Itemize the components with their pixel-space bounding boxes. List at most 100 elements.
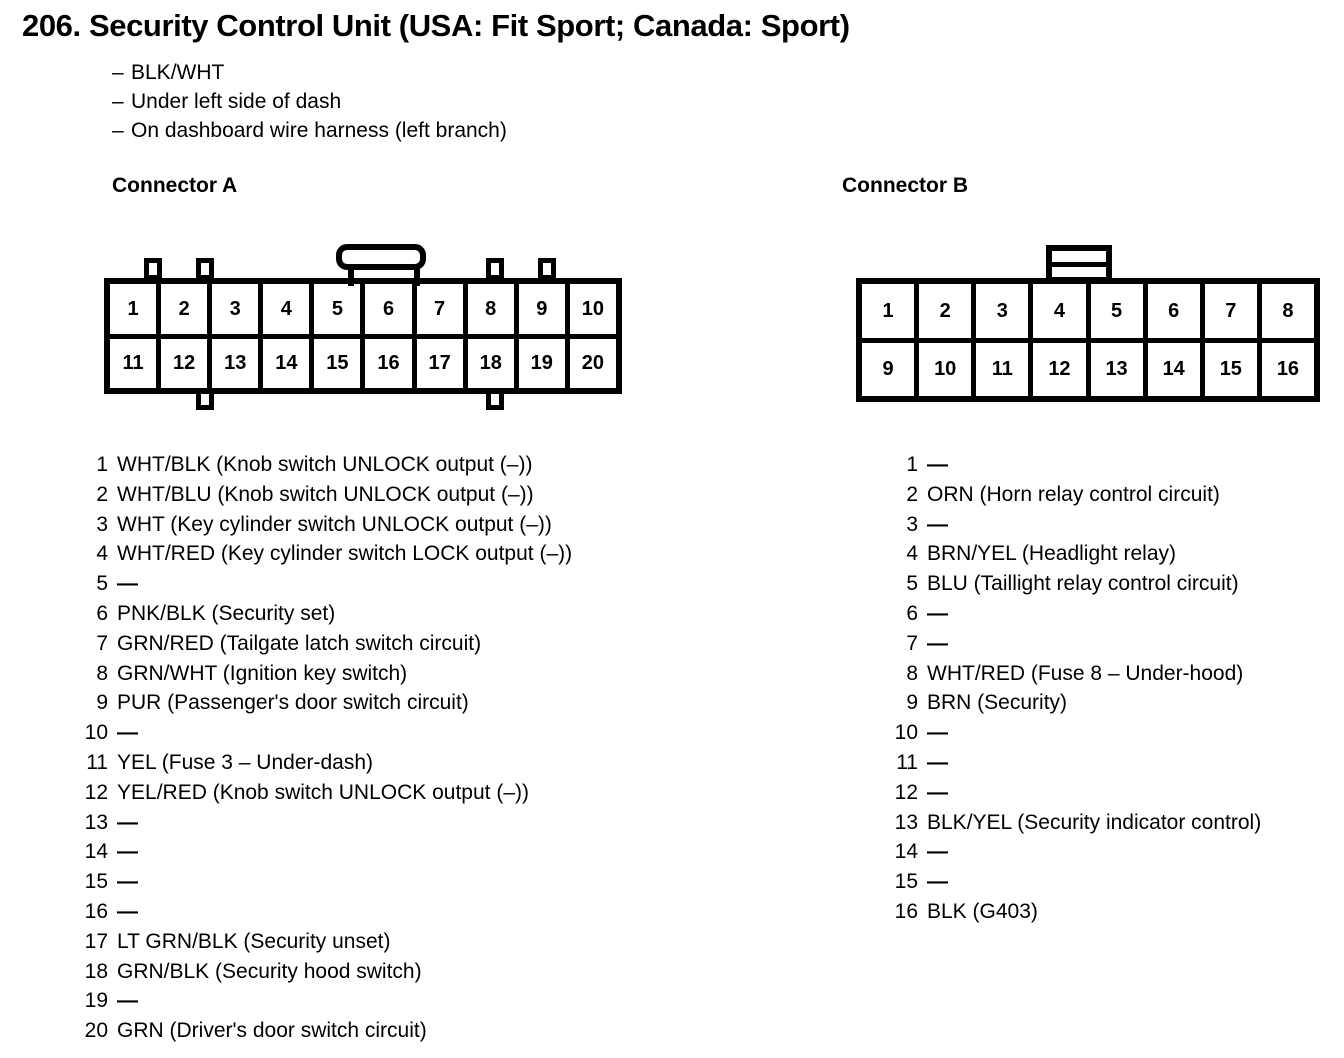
pin-entry: 15—	[888, 867, 1261, 897]
pin-entry-description: —	[927, 453, 948, 476]
pin-entry-description: —	[117, 899, 138, 923]
pin-entry-description: —	[927, 840, 948, 864]
pin-entry-number: 1	[96, 453, 108, 476]
pin-entry-number: 1	[906, 453, 918, 476]
pin-entry-number: 4	[96, 542, 108, 566]
pin-entry-description: —	[117, 989, 138, 1013]
pin-cell-12: 12	[1033, 342, 1091, 396]
pin-cell-1: 1	[862, 284, 920, 338]
page-title: 206. Security Control Unit (USA: Fit Spo…	[22, 8, 850, 43]
note-text: On dashboard wire harness (left branch)	[131, 119, 507, 142]
pin-cell-2: 2	[919, 284, 977, 338]
pin-cell-7: 7	[417, 284, 468, 334]
pin-entry-number: 11	[86, 750, 108, 774]
pin-entry-number: 15	[894, 870, 918, 894]
connector-b-heading: Connector B	[842, 174, 968, 197]
pin-cell-17: 17	[417, 338, 468, 388]
pin-entry-number: 16	[894, 899, 918, 923]
pin-entry-number: 2	[906, 482, 918, 506]
pin-cell-3: 3	[212, 284, 264, 334]
pin-entry-number: 7	[906, 631, 918, 655]
pin-entry-description: PUR (Passenger's door switch circuit)	[117, 691, 469, 715]
pin-entry-number: 3	[96, 512, 108, 536]
pin-cell-3: 3	[976, 284, 1034, 338]
pin-cell-10: 10	[919, 342, 977, 396]
pin-entry-description: BLK/YEL (Security indicator control)	[927, 810, 1262, 834]
pin-entry-description: GRN/RED (Tailgate latch switch circuit)	[117, 631, 482, 655]
pin-entry-description: ORN (Horn relay control circuit)	[927, 482, 1220, 506]
connector-notes-list: –BLK/WHT–Under left side of dash–On dash…	[112, 58, 507, 145]
connector-a-top-tab-3	[486, 258, 504, 280]
pin-entry: 13 —	[78, 808, 572, 838]
pin-entry-number: 14	[84, 840, 108, 864]
pin-entry-number: 12	[894, 780, 918, 804]
pin-entry-number: 7	[96, 631, 108, 655]
pin-entry-number: 19	[84, 989, 108, 1013]
pin-entry-number: 15	[84, 870, 108, 894]
pin-cell-11: 11	[976, 342, 1034, 396]
pin-cell-14: 14	[1148, 342, 1205, 396]
pin-entry-description: BLK (G403)	[927, 899, 1038, 923]
pin-cell-4: 4	[1033, 284, 1091, 338]
pin-cell-7: 7	[1205, 284, 1262, 338]
pin-entry: 13 BLK/YEL (Security indicator control)	[888, 808, 1262, 838]
pin-entry-number: 4	[906, 542, 918, 566]
pin-entry-description: —	[927, 721, 948, 745]
pin-cell-10: 10	[581, 297, 605, 320]
pin-cell-11: 11	[110, 338, 162, 388]
pin-entry-number: 18	[84, 959, 108, 983]
pin-cell-8: 8	[468, 284, 519, 334]
pin-cell-1: 1	[110, 284, 162, 334]
note-dash-marker: –	[112, 61, 124, 84]
pin-entry-number: 9	[906, 691, 918, 715]
pin-entry-description: WHT (Key cylinder switch UNLOCK output (…	[117, 512, 552, 536]
connector-note: –Under left side of dash	[112, 87, 507, 116]
pin-cell-15: 15	[1205, 342, 1262, 396]
pin-entry: 10—	[78, 718, 572, 748]
pin-entry-description: GRN/WHT (Ignition key switch)	[117, 661, 408, 685]
pin-entry-description: YEL (Fuse 3 – Under-dash)	[117, 750, 374, 774]
pin-entry-description: WHT/RED (Key cylinder switch LOCK output…	[117, 542, 573, 566]
pin-entry: 14—	[78, 837, 572, 867]
pin-entry-description: —	[927, 512, 948, 536]
pin-entry-number: 20	[84, 1019, 108, 1043]
pin-entry: 12—	[888, 778, 1261, 808]
pin-entry: 1—	[888, 450, 1261, 480]
pin-entry-description: BRN/YEL (Headlight relay)	[927, 542, 1176, 566]
note-dash-marker: –	[112, 119, 124, 142]
pin-cell-6: 6	[365, 284, 417, 334]
pin-entry-description: PNK/BLK (Security set)	[117, 601, 336, 625]
pin-cell-9: 9	[519, 284, 570, 334]
pin-entry: 6—	[888, 599, 1261, 629]
pin-entry: 12 YEL/RED (Knob switch UNLOCK output (–)…	[78, 778, 572, 808]
connector-b-latch-slot-upper	[1052, 251, 1106, 267]
pin-entry-number: 13	[84, 810, 108, 834]
pin-entry: 16 —	[78, 897, 572, 927]
pin-entry-number: 13	[894, 810, 918, 834]
pin-entry-description: WHT/BLU (Knob switch UNLOCK output (–))	[117, 482, 534, 506]
pin-entry-number: 11	[896, 750, 918, 774]
pin-entry-description: LT GRN/BLK (Security unset)	[117, 929, 391, 953]
pin-entry: 16 BLK (G403)	[888, 897, 1261, 927]
pin-entry-description: YEL/RED (Knob switch UNLOCK output (–))	[117, 780, 529, 804]
pin-cell-20: 20	[581, 352, 605, 375]
pin-entry: 11—	[888, 748, 1261, 778]
pin-cell-4: 4	[263, 284, 315, 334]
pin-entry-number: 12	[84, 780, 108, 804]
note-text: BLK/WHT	[131, 61, 225, 84]
connector-a-heading: Connector A	[112, 174, 238, 197]
pin-entry-number: 2	[96, 482, 108, 506]
pin-entry-description: —	[117, 810, 138, 834]
pin-entry: 7 GRN/RED (Tailgate latch switch circuit)	[78, 629, 572, 659]
pin-entry-description: WHT/RED (Fuse 8 – Under-hood)	[927, 661, 1244, 685]
pin-entry-number: 16	[84, 899, 108, 923]
pin-cell-9: 9	[862, 342, 920, 396]
